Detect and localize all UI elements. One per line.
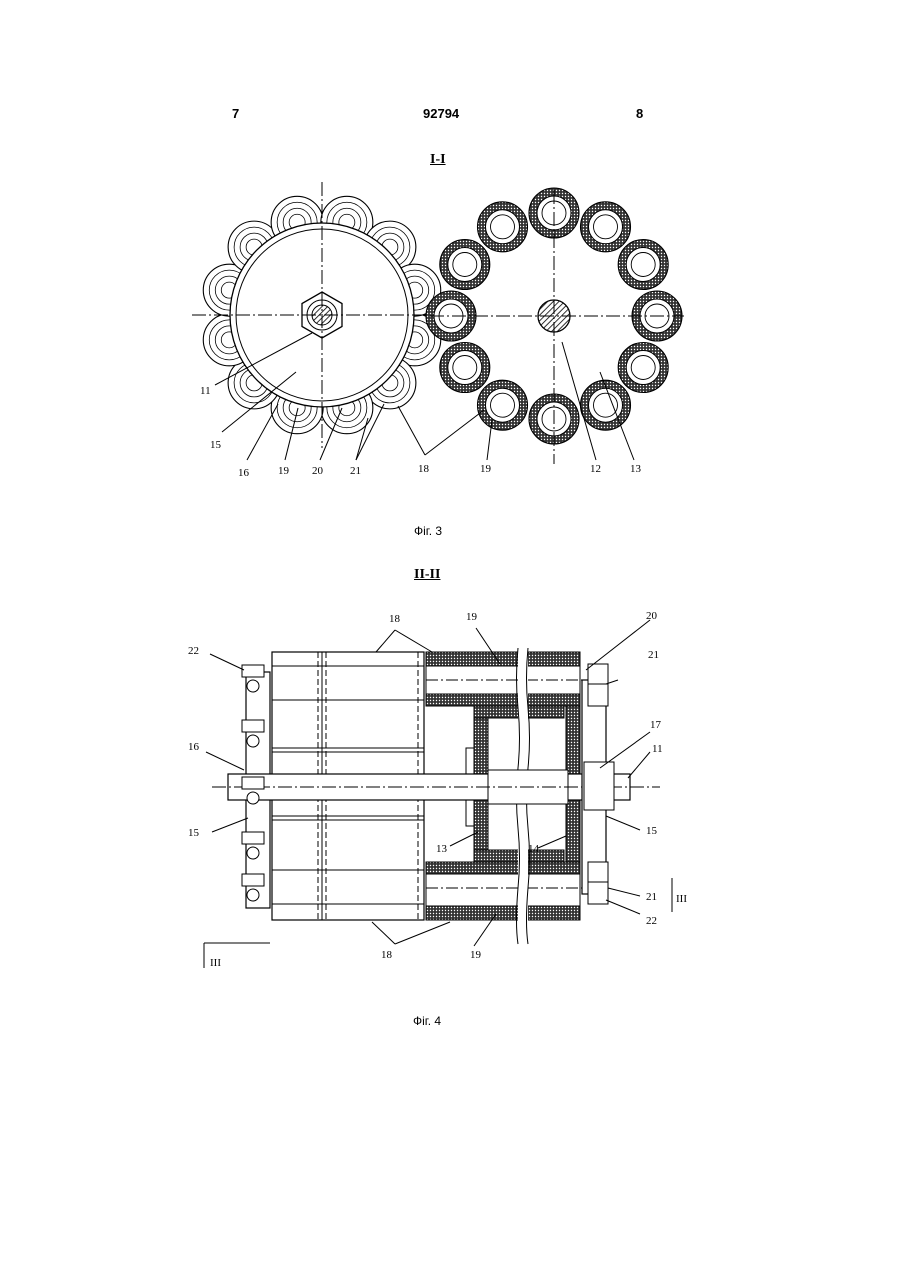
figure-4: 18 19 20 22 21 16 17 11 15 15 13 14 21 I… bbox=[188, 610, 687, 969]
label-18-bottom: 18 bbox=[381, 949, 393, 961]
label-19-bottom: 19 bbox=[470, 949, 482, 961]
label-15: 15 bbox=[210, 439, 222, 451]
label-20: 20 bbox=[646, 610, 658, 622]
label-17: 17 bbox=[650, 719, 662, 731]
label-16: 16 bbox=[238, 467, 250, 479]
label-13: 13 bbox=[630, 463, 642, 475]
label-iii-left: III bbox=[210, 957, 221, 969]
rotor-end-view bbox=[192, 182, 452, 448]
label-11: 11 bbox=[652, 743, 663, 755]
label-iii-right: III bbox=[676, 893, 687, 905]
label-22-top: 22 bbox=[188, 645, 199, 657]
label-13: 13 bbox=[436, 843, 448, 855]
label-12: 12 bbox=[590, 463, 601, 475]
figure-3: 11 15 16 19 20 21 18 19 12 13 bbox=[192, 182, 684, 479]
label-21-top: 21 bbox=[648, 649, 659, 661]
label-21: 21 bbox=[350, 465, 361, 477]
label-15-right: 15 bbox=[646, 825, 658, 837]
label-21-bottom: 21 bbox=[646, 891, 657, 903]
label-16: 16 bbox=[188, 741, 200, 753]
label-19-top: 19 bbox=[466, 611, 478, 623]
label-19: 19 bbox=[278, 465, 290, 477]
label-11: 11 bbox=[200, 385, 211, 397]
label-18: 18 bbox=[418, 463, 430, 475]
bushing-ring-section bbox=[426, 188, 684, 464]
label-14: 14 bbox=[528, 843, 540, 855]
label-15-left: 15 bbox=[188, 827, 200, 839]
label-20: 20 bbox=[312, 465, 324, 477]
label-19-right: 19 bbox=[480, 463, 492, 475]
label-18-top: 18 bbox=[389, 613, 401, 625]
label-22-bottom: 22 bbox=[646, 915, 657, 927]
